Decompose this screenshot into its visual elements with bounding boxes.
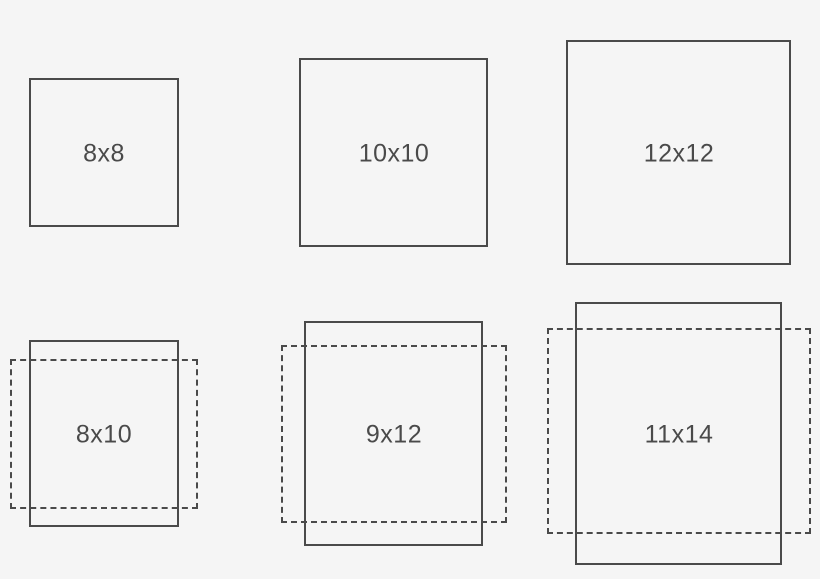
frame-10x10	[299, 58, 488, 247]
frame-12x12	[566, 40, 791, 265]
frame-9x12-landscape	[281, 345, 507, 523]
label-11x14: 11x14	[644, 420, 714, 449]
frame-8x10-landscape	[10, 359, 198, 509]
label-8x10: 8x10	[75, 420, 133, 449]
frame-8x10-portrait	[29, 340, 179, 527]
label-10x10: 10x10	[358, 139, 430, 168]
label-12x12: 12x12	[643, 139, 715, 168]
frame-11x14-portrait	[575, 302, 782, 565]
label-9x12: 9x12	[365, 420, 423, 449]
frame-11x14-landscape	[547, 328, 811, 534]
frame-8x8	[29, 78, 179, 227]
frame-9x12-portrait	[304, 321, 483, 546]
label-8x8: 8x8	[83, 139, 125, 168]
